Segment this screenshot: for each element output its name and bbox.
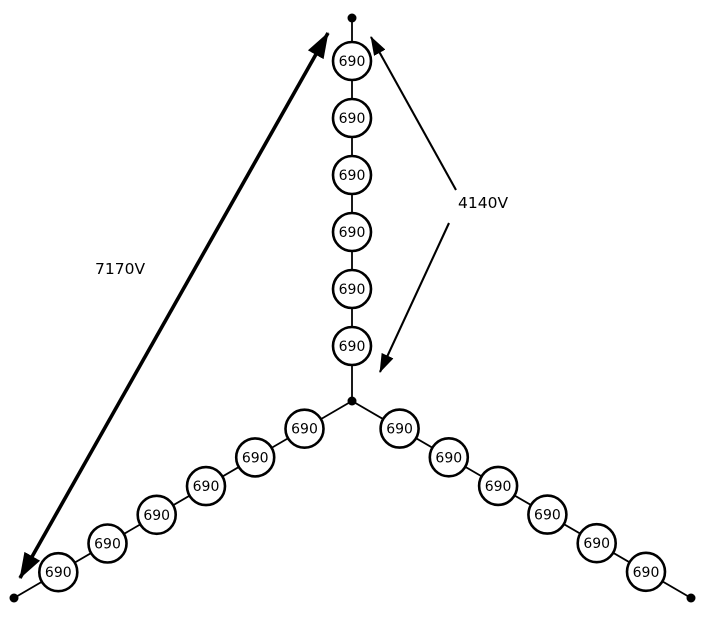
line-voltage-label: 7170V	[95, 260, 145, 278]
battery-cell-voltage: 690	[339, 282, 366, 298]
branch-lower-right: 690 690 690 690 690 690	[351, 400, 692, 599]
battery-cell: 690	[37, 551, 79, 593]
battery-cell-voltage: 690	[339, 54, 366, 70]
battery-cell: 690	[527, 494, 568, 535]
battery-cell: 690	[87, 523, 128, 564]
battery-cell-circle	[576, 522, 618, 564]
left-terminal-node	[9, 593, 19, 603]
battery-cell-circle	[625, 551, 667, 593]
phase-voltage-label: 4140V	[458, 194, 508, 212]
battery-cell-voltage: 690	[583, 536, 610, 552]
branches-layer: 6906906906906906906906906906906906906906…	[13, 18, 692, 599]
battery-cell-voltage: 690	[339, 168, 366, 184]
battery-cell-voltage: 690	[94, 537, 121, 553]
battery-cell: 690	[234, 437, 276, 478]
battery-cell-circle	[331, 40, 373, 82]
battery-cell-circle	[428, 436, 470, 478]
battery-cell-voltage: 690	[339, 225, 366, 241]
neutral-node	[347, 396, 357, 406]
line-voltage-arrow-line	[18, 32, 330, 579]
battery-cell: 690	[576, 522, 618, 564]
battery-cell-voltage: 690	[339, 339, 366, 355]
battery-cell: 690	[136, 494, 177, 536]
battery-cell: 690	[331, 97, 373, 139]
battery-cell-voltage: 690	[339, 111, 366, 127]
right-terminal-node	[686, 593, 696, 603]
phase-voltage-arrow	[370, 36, 457, 373]
battery-cell: 690	[379, 408, 420, 449]
phase-voltage-arrow-upper	[370, 36, 457, 191]
battery-cell: 690	[428, 436, 470, 478]
battery-cell-circle	[331, 154, 373, 196]
battery-cell: 690	[331, 154, 373, 196]
battery-cell-circle	[379, 408, 420, 449]
battery-cell-voltage: 690	[242, 450, 269, 466]
battery-cell: 690	[331, 325, 373, 367]
battery-cell: 690	[625, 551, 667, 593]
branch-top: 690 690 690 690 690 690	[331, 18, 373, 401]
battery-cell-voltage: 690	[485, 479, 512, 495]
battery-cell-voltage: 690	[45, 565, 72, 581]
battery-cell-voltage: 690	[291, 422, 318, 438]
battery-cell-circle	[527, 494, 568, 535]
battery-cell: 690	[331, 268, 373, 310]
battery-cell: 690	[284, 408, 325, 450]
battery-cell-voltage: 690	[193, 479, 220, 495]
line-voltage-arrow	[18, 32, 330, 579]
battery-cell: 690	[477, 465, 519, 507]
battery-cell-voltage: 690	[534, 508, 561, 524]
phase-voltage-arrow-lower	[379, 222, 450, 373]
battery-cell-circle	[331, 325, 373, 367]
battery-cell-circle	[477, 465, 519, 507]
battery-cell-circle	[331, 97, 373, 139]
battery-cell: 690	[331, 211, 373, 253]
battery-cell-voltage: 690	[435, 450, 462, 466]
battery-cell-circle	[331, 211, 373, 253]
battery-cell-voltage: 690	[386, 422, 413, 438]
top-terminal-node	[347, 13, 357, 23]
battery-cell-voltage: 690	[143, 508, 170, 524]
battery-cell: 690	[331, 40, 373, 82]
battery-cell-voltage: 690	[633, 565, 660, 581]
battery-cell: 690	[185, 465, 227, 507]
battery-cell-circle	[331, 268, 373, 310]
